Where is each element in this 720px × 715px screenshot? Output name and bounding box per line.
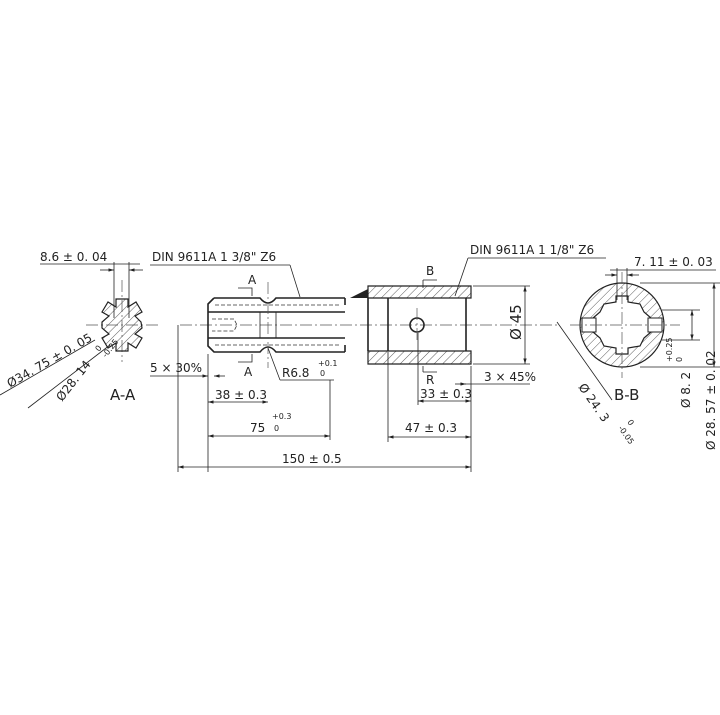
section-marker-a-bottom: A: [244, 365, 253, 379]
sleeve-wall-top: [367, 285, 472, 299]
radius-tol-lower: 0: [320, 369, 325, 378]
dim-overall-length: 150 ± 0.5: [282, 452, 342, 466]
section-b-b: 7. 11 ± 0. 03 Ø 8. 2 +0.25 0 Ø 28. 57 ± …: [556, 255, 720, 450]
inner-diameter-b: Ø 24. 3: [576, 381, 613, 425]
dim-shaft-length: 75: [250, 421, 265, 435]
dim-groove: 38 ± 0.3: [215, 388, 267, 402]
sleeve: B R DIN 9611A 1 1/8" Z6 Ø 45 3 × 45% 33 …: [350, 243, 606, 472]
inner-tol-upper-b: 0: [625, 418, 635, 427]
hole-tol-lower-b: 0: [675, 357, 684, 362]
section-marker-a-top: A: [248, 273, 257, 287]
spline-shaft: A A DIN 9611A 1 3/8" Z6 5 × 30% R6.8 +0.…: [150, 250, 560, 472]
dim-sleeve-length: 47 ± 0.3: [405, 421, 457, 435]
sleeve-outer-diameter: Ø 45: [507, 304, 525, 340]
inner-tol-lower-b: -0.05: [616, 424, 635, 446]
section-label-a-a: A-A: [110, 386, 136, 404]
spline-shaft-section: [101, 298, 143, 352]
dim-shaft-tol-upper: +0.3: [272, 412, 291, 421]
sleeve-chamfer: 3 × 45%: [484, 370, 536, 384]
sleeve-spline-spec: DIN 9611A 1 1/8" Z6: [470, 243, 594, 257]
section-marker-b-bottom: R: [426, 373, 434, 387]
groove-radius: R6.8: [282, 366, 309, 380]
hole-diameter-b: Ø 8. 2: [679, 372, 693, 408]
section-label-b-b: B-B: [614, 386, 639, 404]
section-marker-b-top: B: [426, 264, 434, 278]
key-width-b: 7. 11 ± 0. 03: [634, 255, 713, 269]
sleeve-wall-bottom: [367, 350, 472, 365]
shaft-spline-spec: DIN 9611A 1 3/8" Z6: [152, 250, 276, 264]
shaft-chamfer: 5 × 30%: [150, 361, 202, 375]
dim-shaft-tol-lower: 0: [274, 424, 279, 433]
radius-tol-upper: +0.1: [318, 359, 337, 368]
outer-diameter-b: Ø 28. 57 ± 0. 02: [704, 350, 718, 450]
inner-tol-upper-a: 0: [93, 344, 103, 354]
key-width-a: 8.6 ± 0. 04: [40, 250, 107, 264]
dim-hole-position: 33 ± 0.3: [420, 387, 472, 401]
inner-diameter-a: Ø28. 14: [53, 358, 93, 404]
section-a-a: 8.6 ± 0. 04 Ø34. 75 ± 0. 05 Ø28. 14 0 -0…: [0, 250, 160, 409]
hole-tol-upper-b: +0.25: [665, 337, 674, 362]
